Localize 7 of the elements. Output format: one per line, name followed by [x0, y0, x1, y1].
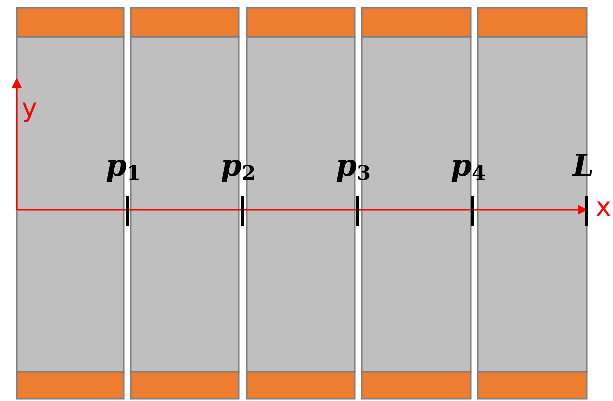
axis-label: y: [22, 96, 38, 122]
position-label: p$_{4}$: [451, 152, 486, 183]
axis-label: x: [596, 195, 612, 221]
position-label: p$_{2}$: [221, 152, 256, 183]
position-label: p$_{3}$: [336, 152, 371, 183]
position-label: p$_{1}$: [106, 152, 141, 183]
position-label: L: [573, 152, 594, 182]
